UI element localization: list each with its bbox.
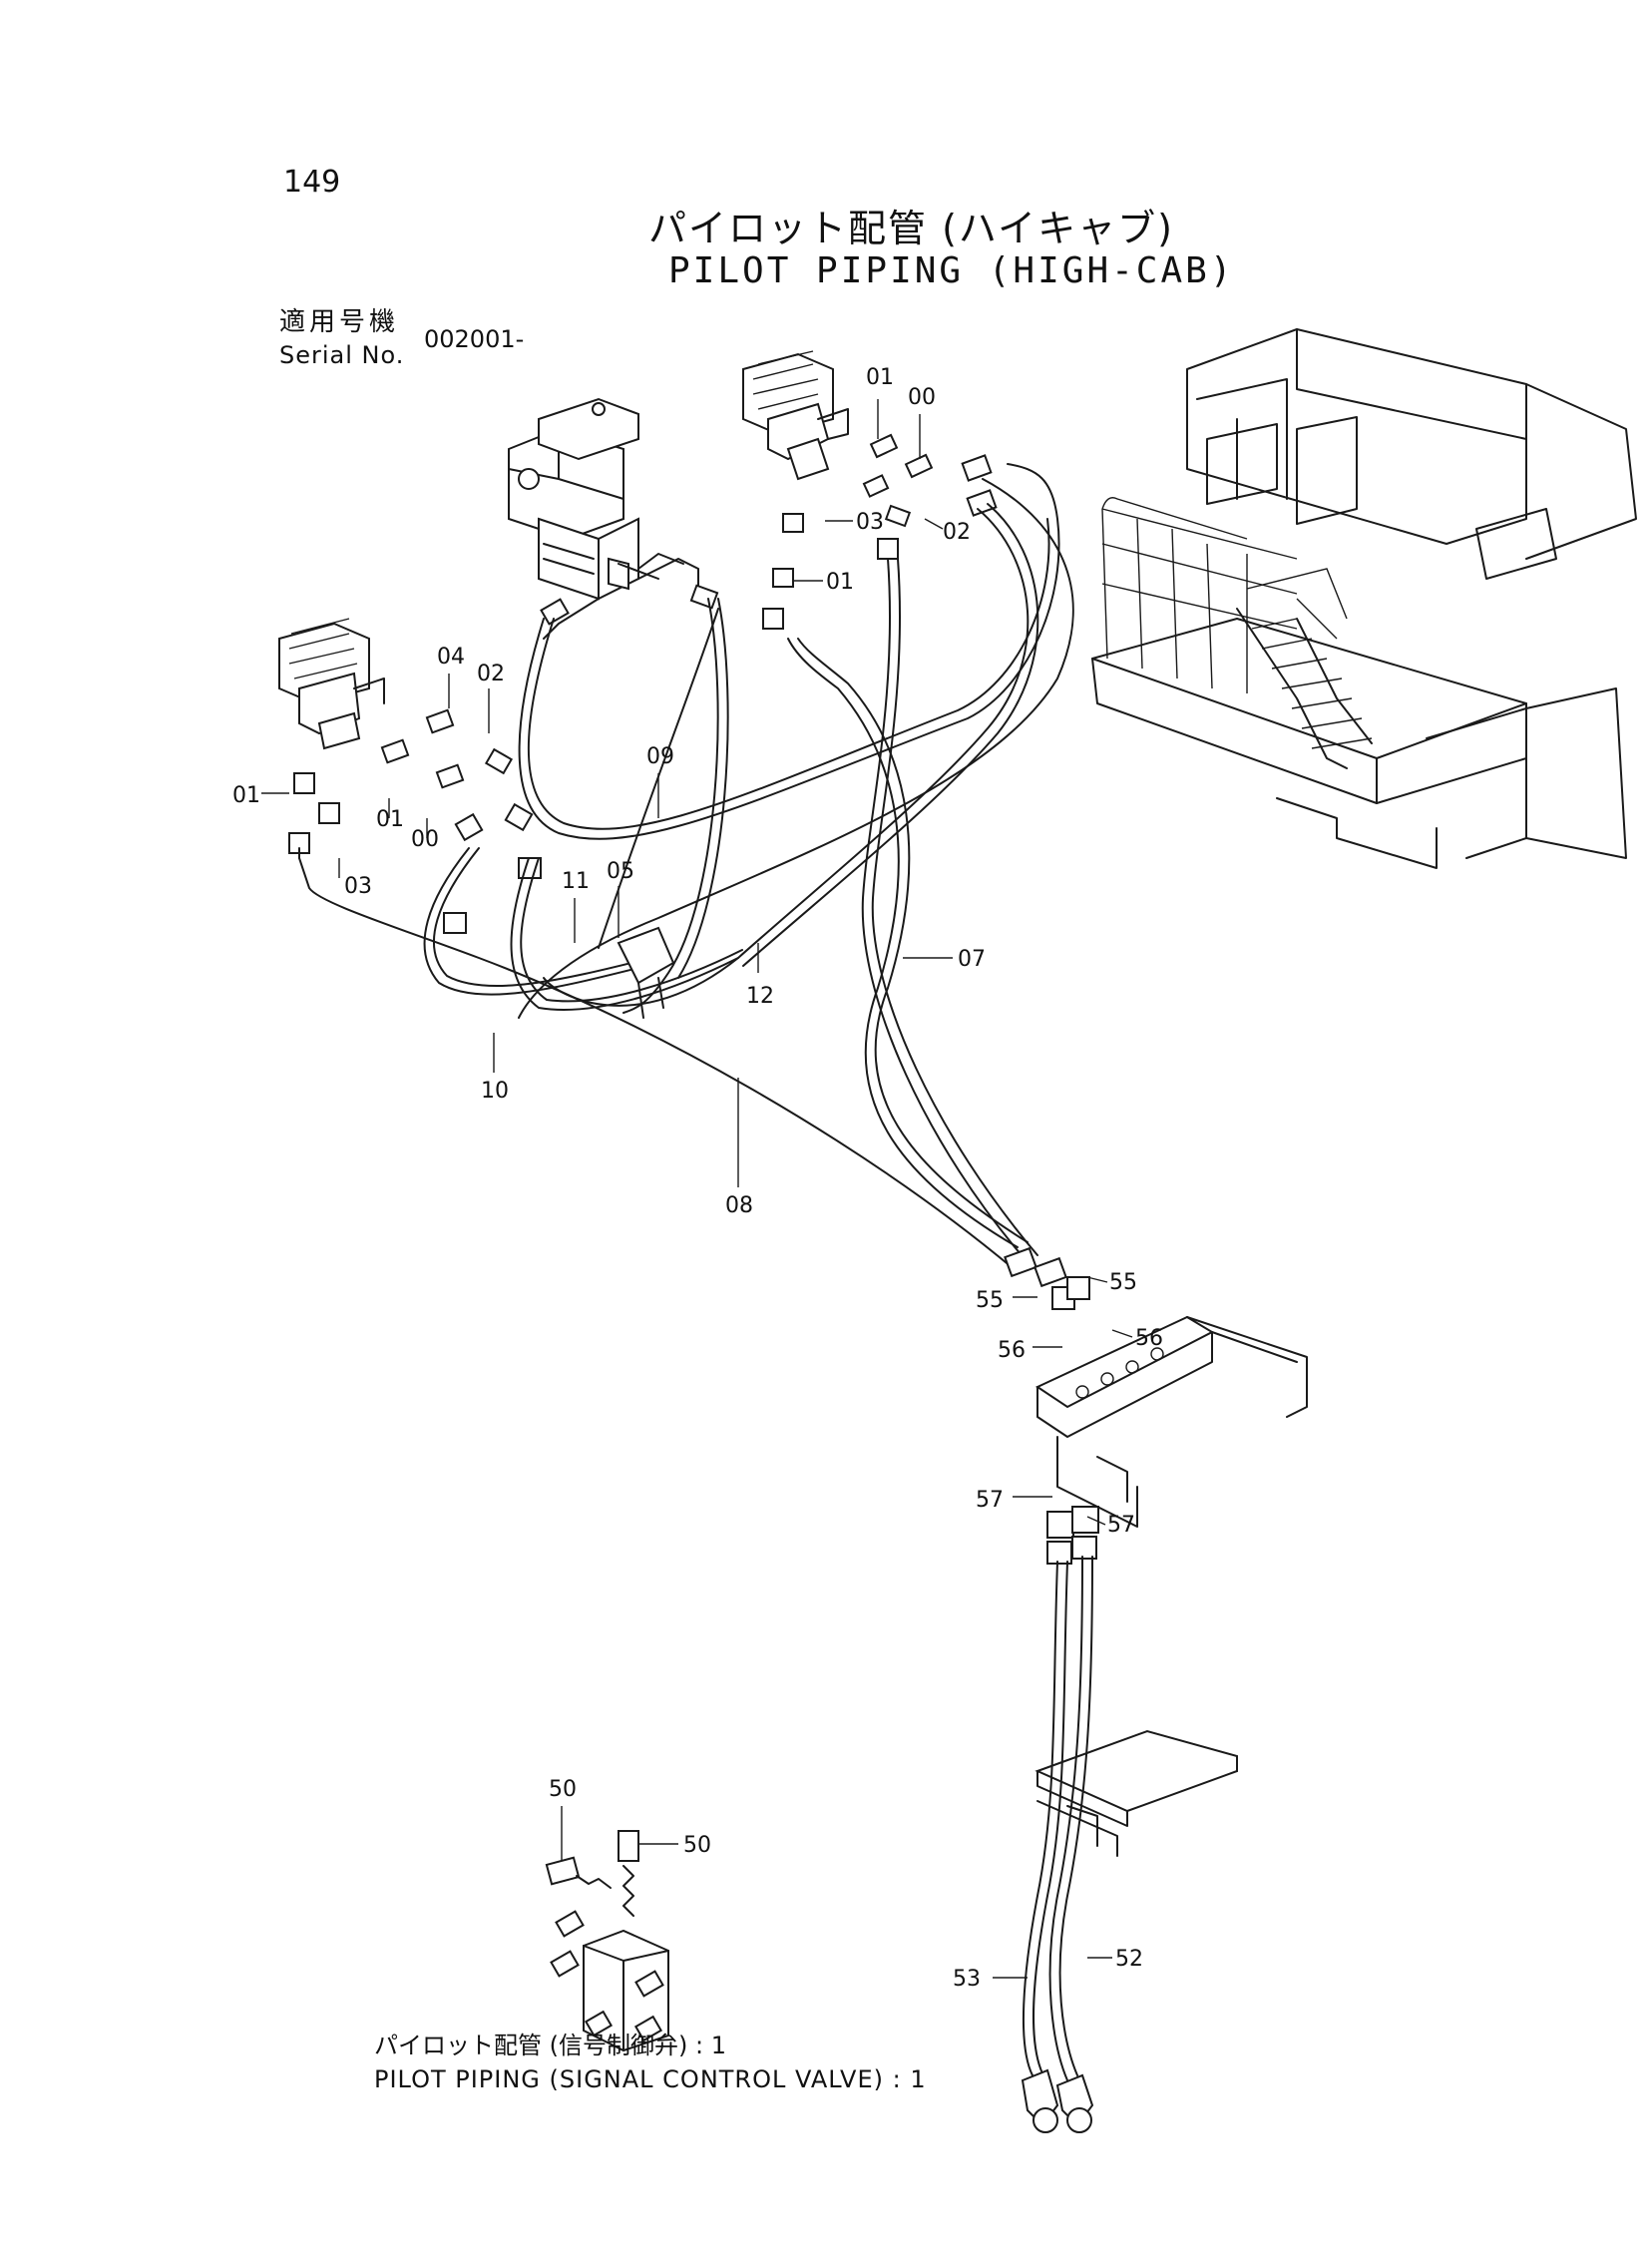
- callout-12: 12: [746, 984, 774, 1009]
- callout-57-right: 57: [1107, 1513, 1135, 1538]
- callout-02-top: 02: [943, 520, 971, 545]
- callout-55-left: 55: [976, 1288, 1004, 1313]
- signal-control-valve: [545, 1830, 669, 2052]
- caption-japanese: パイロット配管 (信号制御弁) : 1: [374, 2032, 726, 2059]
- caption-english: PILOT PIPING (SIGNAL CONTROL VALVE) : 1: [374, 2065, 927, 2093]
- callout-08: 08: [725, 1193, 753, 1218]
- lower-hoses: [1021, 1556, 1094, 2133]
- center-pilot-valve: [508, 397, 699, 640]
- page-title-english: PILOT PIPING (HIGH-CAB): [668, 250, 1235, 291]
- callout-labels: 01 00 03 02 01 04 02 09 01 01 00 03 05 1…: [232, 365, 1163, 1992]
- hoses: [298, 463, 1074, 1273]
- callout-50-left: 50: [549, 1777, 577, 1802]
- callout-00-left: 00: [411, 827, 439, 852]
- callout-05: 05: [607, 859, 634, 884]
- callout-01-mid: 01: [826, 570, 854, 595]
- left-pilot-valve: [278, 618, 385, 750]
- callout-leaders: [261, 399, 1133, 1979]
- callout-03-left: 03: [344, 874, 372, 899]
- callout-01-far: 01: [232, 783, 260, 808]
- callout-01-top: 01: [866, 365, 894, 390]
- callout-00-top: 00: [908, 385, 936, 410]
- hose-clamp: [617, 926, 675, 1019]
- callout-01-left: 01: [376, 807, 404, 832]
- page-title-japanese: パイロット配管 (ハイキャブ): [648, 207, 1174, 250]
- callout-52: 52: [1115, 1947, 1143, 1972]
- callout-56-left: 56: [998, 1338, 1026, 1363]
- callout-50-right: 50: [683, 1833, 711, 1858]
- callout-09: 09: [646, 744, 674, 769]
- callout-55-right: 55: [1109, 1270, 1137, 1295]
- serial-label-english: Serial No.: [279, 341, 405, 369]
- right-pilot-valve: [742, 350, 849, 481]
- callout-57-left: 57: [976, 1488, 1004, 1513]
- mounting-bracket: [1034, 1315, 1308, 1528]
- callout-53: 53: [953, 1967, 981, 1992]
- callout-11: 11: [562, 869, 590, 894]
- callout-07: 07: [958, 947, 986, 972]
- callout-03-top: 03: [856, 510, 884, 535]
- fittings: [288, 433, 998, 934]
- page-number: 149: [283, 165, 341, 200]
- lower-fittings: [1004, 1246, 1099, 1565]
- cab-illustration: [1091, 328, 1637, 869]
- callout-02-left: 02: [477, 662, 505, 686]
- callout-56-right: 56: [1135, 1326, 1163, 1351]
- callout-10: 10: [481, 1079, 509, 1104]
- serial-label-japanese: 適用号機: [279, 307, 400, 337]
- callout-04-left: 04: [437, 645, 465, 670]
- serial-number-value: 002001-: [424, 325, 525, 353]
